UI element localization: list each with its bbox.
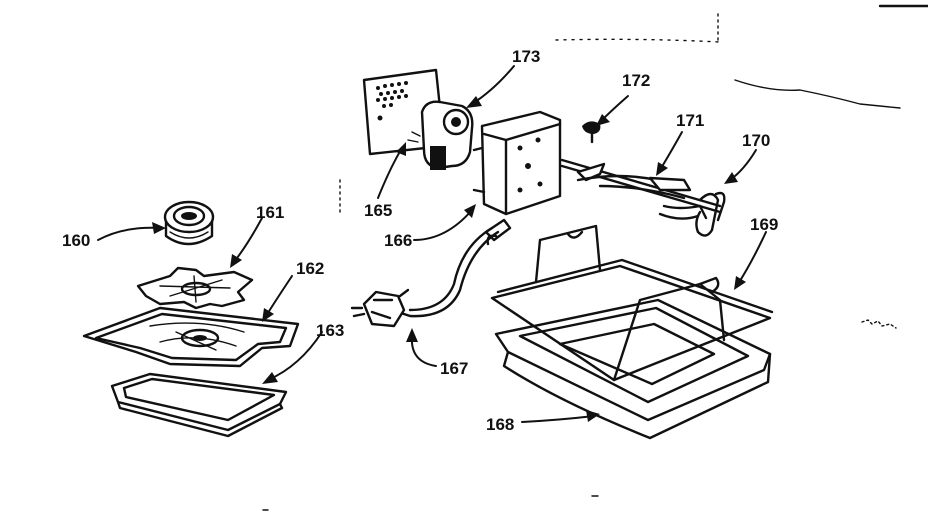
leader-arrows — [97, 65, 767, 423]
label-168: 168 — [486, 415, 514, 434]
part-163-drip-tray — [110, 372, 288, 438]
label-173: 173 — [512, 47, 540, 66]
label-169: 169 — [750, 215, 778, 234]
part-161-grate-plate — [136, 266, 254, 310]
part-167-power-cord — [350, 218, 512, 328]
label-170: 170 — [742, 131, 770, 150]
part-173-motor — [407, 100, 474, 170]
part-168-pan — [494, 298, 772, 440]
scan-marks — [262, 4, 928, 511]
part-169-rack — [490, 224, 774, 382]
label-161: 161 — [256, 203, 284, 222]
part-171-spit-rod — [560, 158, 722, 220]
part-162-element-tray — [82, 306, 300, 368]
label-160: 160 — [62, 231, 90, 250]
part-172-screw — [582, 121, 601, 144]
part-labels: 160 161 162 163 165 166 167 168 169 170 … — [62, 47, 778, 434]
label-162: 162 — [296, 259, 324, 278]
part-166-transformer-box — [472, 110, 562, 216]
part-170-spit-fork — [695, 191, 726, 237]
label-165: 165 — [364, 201, 392, 220]
label-166: 166 — [384, 231, 412, 250]
label-163: 163 — [316, 321, 344, 340]
label-167: 167 — [440, 359, 468, 378]
label-172: 172 — [622, 71, 650, 90]
part-160-knob — [163, 200, 215, 246]
label-171: 171 — [676, 111, 704, 130]
